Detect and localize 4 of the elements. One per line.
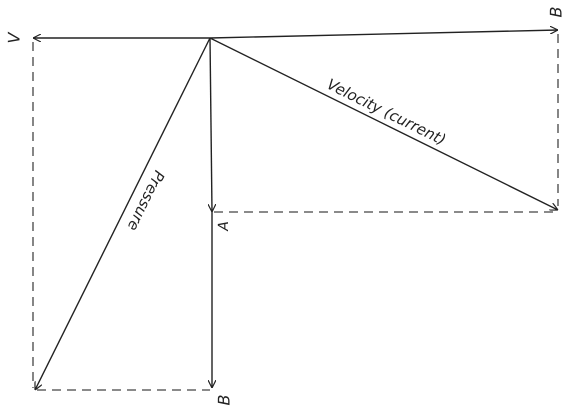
vector-letter: B [216, 394, 232, 406]
vector-letter: B [548, 6, 564, 18]
vector-letter: V [6, 32, 22, 44]
vector-letter: A [216, 221, 231, 231]
